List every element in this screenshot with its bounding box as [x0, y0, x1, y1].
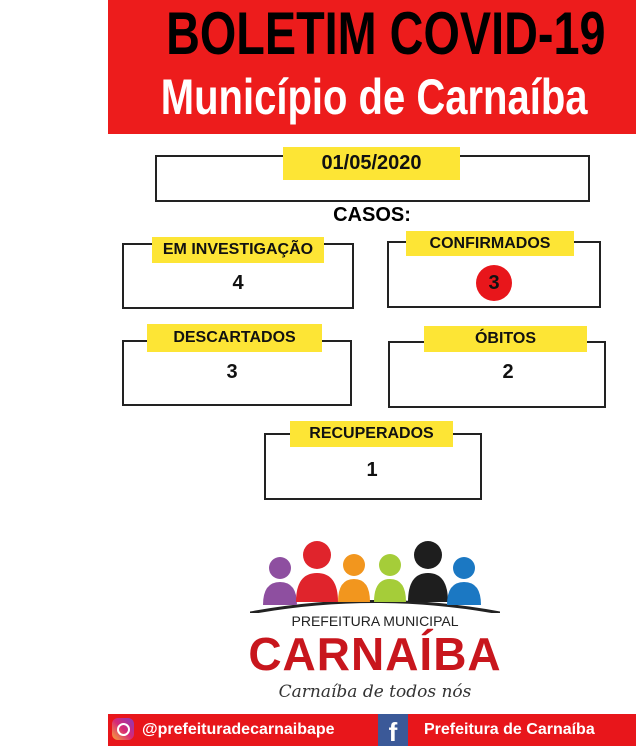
logo-slogan: Carnaíba de todos nós: [278, 682, 472, 702]
investigation-value: 4: [232, 272, 244, 294]
social-footer: @prefeituradecarnaibape f Prefeitura de …: [108, 714, 636, 746]
instagram-handle[interactable]: @prefeituradecarnaibape: [142, 721, 335, 738]
confirmed-highlight-circle: [476, 265, 512, 301]
discarded-value: 3: [226, 361, 238, 383]
deaths-box: [388, 341, 606, 408]
cases-heading: CASOS:: [333, 204, 411, 226]
people-logo-icon: [250, 541, 500, 613]
logo-name: CARNAÍBA: [248, 628, 502, 680]
recovered-value: 1: [366, 459, 378, 481]
logo-top-text: PREFEITURA MUNICIPAL: [291, 613, 459, 629]
instagram-icon: [112, 718, 134, 740]
confirmed-value: 3: [488, 272, 500, 294]
bulletin-title: BOLETIM COVID-19: [166, 0, 606, 67]
deaths-label: ÓBITOS: [424, 326, 587, 352]
facebook-icon: f: [378, 714, 408, 746]
deaths-value: 2: [502, 361, 514, 383]
municipality-subtitle: Município de Carnaíba: [160, 69, 588, 125]
discarded-label: DESCARTADOS: [147, 324, 322, 352]
confirmed-label: CONFIRMADOS: [406, 231, 574, 256]
header-banner: BOLETIM COVID-19 Município de Carnaíba: [108, 0, 636, 134]
date-label: 01/05/2020: [283, 147, 460, 180]
facebook-page[interactable]: Prefeitura de Carnaíba: [424, 721, 595, 738]
recovered-label: RECUPERADOS: [290, 421, 453, 447]
investigation-label: EM INVESTIGAÇÃO: [152, 237, 324, 263]
